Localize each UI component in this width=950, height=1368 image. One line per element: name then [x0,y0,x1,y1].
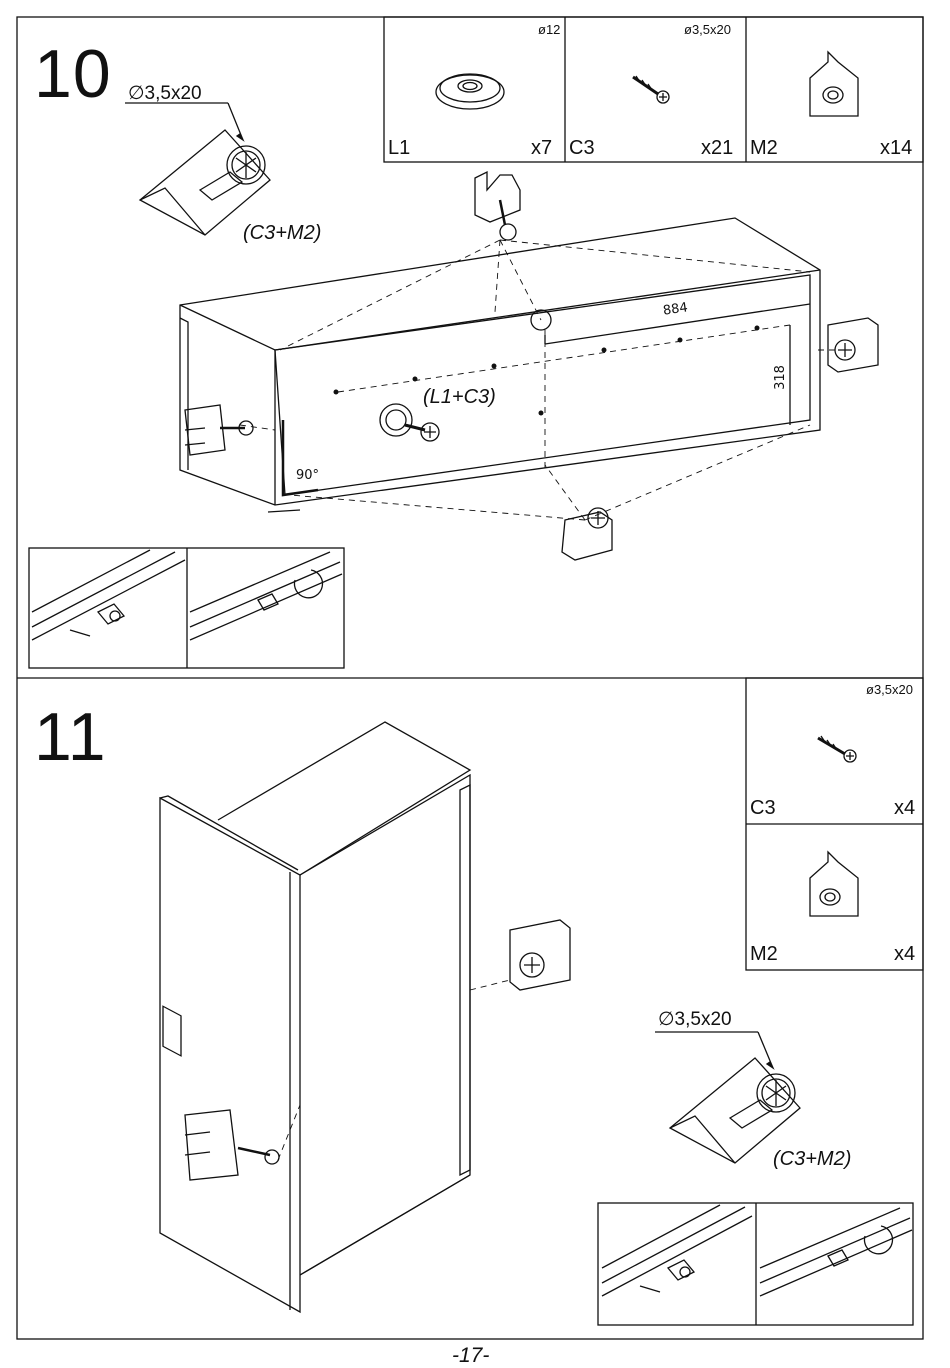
cabinet-step11 [159,721,472,1314]
part-code-m2: M2 [750,137,778,159]
screw-spec-label-step11: ∅3,5x20 [658,1009,732,1030]
connector-bottom-step10 [561,507,613,561]
part-code-l1: L1 [388,137,411,159]
assembly-label: (C3+M2) [243,222,322,244]
height-dimension: 318 [772,365,788,390]
connector-right-step11 [509,919,571,991]
holes-step10 [333,325,760,416]
angle-label: 90° [296,468,320,483]
cap-l1-icon [435,73,505,110]
part-code-c3-step11: C3 [750,797,776,819]
part-code-m2-step11: M2 [750,943,778,965]
connector-right-step10 [827,317,879,373]
part-qty-l1: x7 [531,137,553,159]
part-spec-c3-step11: ø3,5x20 [866,682,913,697]
detail-screw-connector-step11 [655,1031,801,1164]
connector-top-step10 [474,170,521,241]
part-qty-m2: x14 [880,137,913,159]
part-code-c3: C3 [569,137,595,159]
assembly-label-step11: (C3+M2) [773,1148,852,1170]
part-qty-m2-step11: x4 [894,943,916,965]
step-number-10: 10 [34,36,112,112]
guide-lines-step11 [277,979,511,1161]
screw-c3-icon-step11 [817,735,857,763]
part-spec-c3: ø3,5x20 [684,22,731,37]
screw-c3-icon [632,75,670,104]
part-qty-c3-step11: x4 [894,797,916,819]
part-spec-l1: ø12 [538,22,561,37]
connector-left-step10 [184,404,254,456]
cap-screw-label: (L1+C3) [423,386,496,408]
inset-boxes-step10 [28,547,345,669]
guide-lines-step10 [239,239,835,521]
step-number-11: 11 [34,699,107,775]
inset-boxes-step11 [597,1202,914,1326]
detail-screw-connector-step10 [125,102,271,236]
page-number: -17- [452,1344,490,1367]
parts-table-step10 [383,16,924,163]
cabinet-step10 [179,217,821,513]
part-qty-c3: x21 [701,137,734,159]
connector-m2-icon-step10 [809,50,859,117]
parts-table-step11 [745,677,924,971]
connector-m2-icon-step11 [809,850,859,917]
cap-screw-assembly [379,403,440,442]
screw-spec-label: ∅3,5x20 [128,83,202,104]
